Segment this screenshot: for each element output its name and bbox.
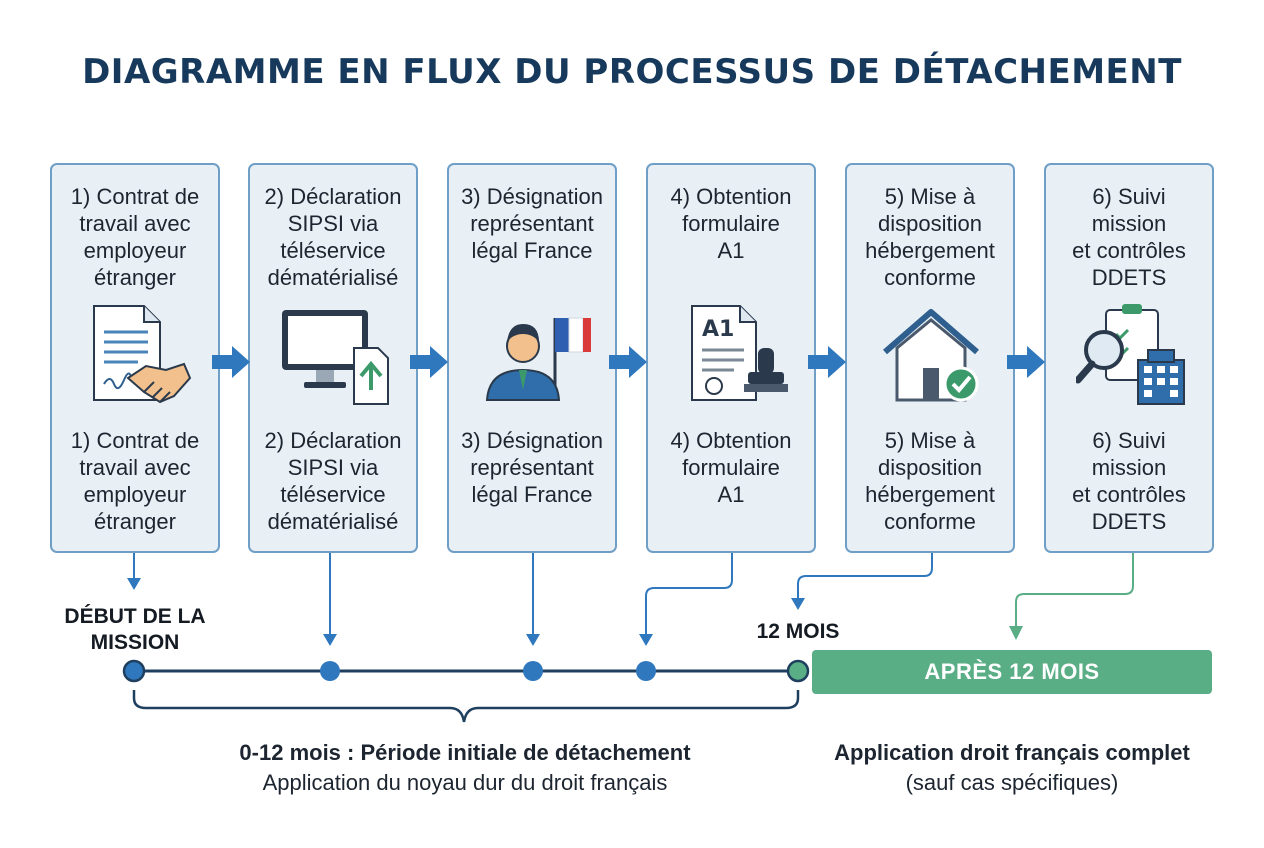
step-4-label: 4) Obtention formulaire A1 [670,184,792,263]
step-6-label: 6) Suivi mission et contrôles DDETS [1072,184,1186,290]
arrow-step-1-2 [212,346,250,378]
computer-upload-icon [282,310,389,405]
step-6-caption: 6) Suivi mission et contrôles DDETS [1072,428,1186,534]
arrow-step-3-4 [609,346,647,378]
step-3-caption: 3) Désignation représentant légal France [461,428,603,507]
step-1-box: 1) Contrat de travail avec employeur étr… [50,163,220,553]
month-12-label: 12 MOIS [756,620,840,643]
contract-handshake-icon [93,305,192,404]
svg-text:A1: A1 [702,317,734,342]
step-2-label: 2) Déclaration SIPSI via téléservice dém… [264,184,402,290]
step-1-label: 1) Contrat de travail avec employeur étr… [70,184,200,290]
step-5-box: 5) Mise à disposition hébergement confor… [845,163,1015,553]
inspection-building-icon [1076,304,1185,405]
step-1-caption: 1) Contrat de travail avec employeur étr… [70,428,200,534]
after-period-caption: Application droit français complet (sauf… [812,738,1212,798]
step-4-caption: 4) Obtention formulaire A1 [670,428,792,507]
a1-form-stamp-icon: A1 [691,305,788,401]
step-3-box: 3) Désignation représentant légal France… [447,163,617,553]
initial-period-subtitle: Application du noyau dur du droit frança… [262,770,668,795]
page-title: DIAGRAMME EN FLUX DU PROCESSUS DE DÉTACH… [82,52,1182,92]
step-4-box: 4) Obtention formulaire A1 A1 4) Obtenti… [646,163,816,553]
arrow-step-5-6 [1007,346,1045,378]
step-2-box: 2) Déclaration SIPSI via téléservice dém… [248,163,418,553]
arrow-step-2-3 [410,346,448,378]
step-2-caption: 2) Déclaration SIPSI via téléservice dém… [264,428,402,534]
step-5-label: 5) Mise à disposition hébergement confor… [865,184,995,290]
initial-period-title: 0-12 mois : Période initiale de détachem… [239,740,691,765]
after-12-months-bar: APRÈS 12 MOIS [812,650,1212,694]
step-5-caption: 5) Mise à disposition hébergement confor… [865,428,995,534]
start-mission-label: DÉBUT DE LA MISSION [64,605,206,654]
arrow-step-4-5 [808,346,846,378]
after-period-title: Application droit français complet [834,740,1190,765]
after-period-subtitle: (sauf cas spécifiques) [905,770,1119,795]
representative-flag-icon [485,317,591,401]
step-6-box: 6) Suivi mission et contrôles DDETS 6) S… [1044,163,1214,553]
house-check-icon [883,309,979,402]
initial-period-caption: 0-12 mois : Période initiale de détachem… [180,738,750,798]
step-3-label: 3) Désignation représentant légal France [461,184,603,263]
